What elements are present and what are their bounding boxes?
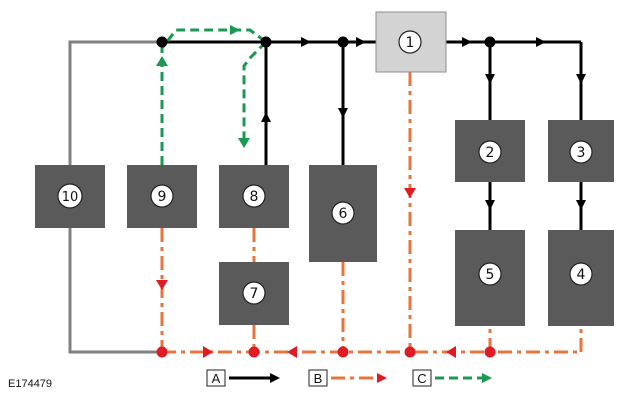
component-6-label: 6 <box>339 206 348 222</box>
component-9-label: 9 <box>158 189 167 205</box>
legend-b-label: B <box>314 371 323 386</box>
component-7-label: 7 <box>250 286 259 302</box>
component-8: 8 <box>219 165 289 228</box>
component-5-label: 5 <box>486 267 495 283</box>
component-6: 6 <box>309 165 377 262</box>
component-9: 9 <box>127 165 197 228</box>
legend-a-label: A <box>212 371 221 386</box>
legend-c-label: C <box>417 371 426 386</box>
component-7: 7 <box>219 262 289 325</box>
flow-arrows-b <box>156 188 456 358</box>
legend-item-c: C <box>412 369 492 387</box>
component-3: 3 <box>548 120 614 182</box>
junction-nodes-a <box>156 36 496 48</box>
legend: A B C <box>206 369 492 387</box>
component-10: 10 <box>35 165 105 228</box>
component-2: 2 <box>455 120 525 182</box>
component-5: 5 <box>455 230 525 326</box>
figure-reference: E174479 <box>8 378 52 390</box>
component-1-label: 1 <box>406 35 415 51</box>
flow-arrows-c <box>156 25 250 148</box>
component-4-label: 4 <box>577 267 586 283</box>
flow-arrows-a <box>261 37 586 210</box>
flow-line-c <box>160 28 268 165</box>
legend-item-b: B <box>308 369 387 387</box>
return-line <box>68 40 162 354</box>
legend-item-a: A <box>206 369 280 387</box>
component-10-label: 10 <box>62 190 79 205</box>
component-4: 4 <box>548 230 614 326</box>
component-2-label: 2 <box>486 145 495 161</box>
component-8-label: 8 <box>250 189 259 205</box>
junction-nodes-b <box>156 346 496 358</box>
component-3-label: 3 <box>577 145 586 161</box>
component-1: 1 <box>375 11 447 73</box>
